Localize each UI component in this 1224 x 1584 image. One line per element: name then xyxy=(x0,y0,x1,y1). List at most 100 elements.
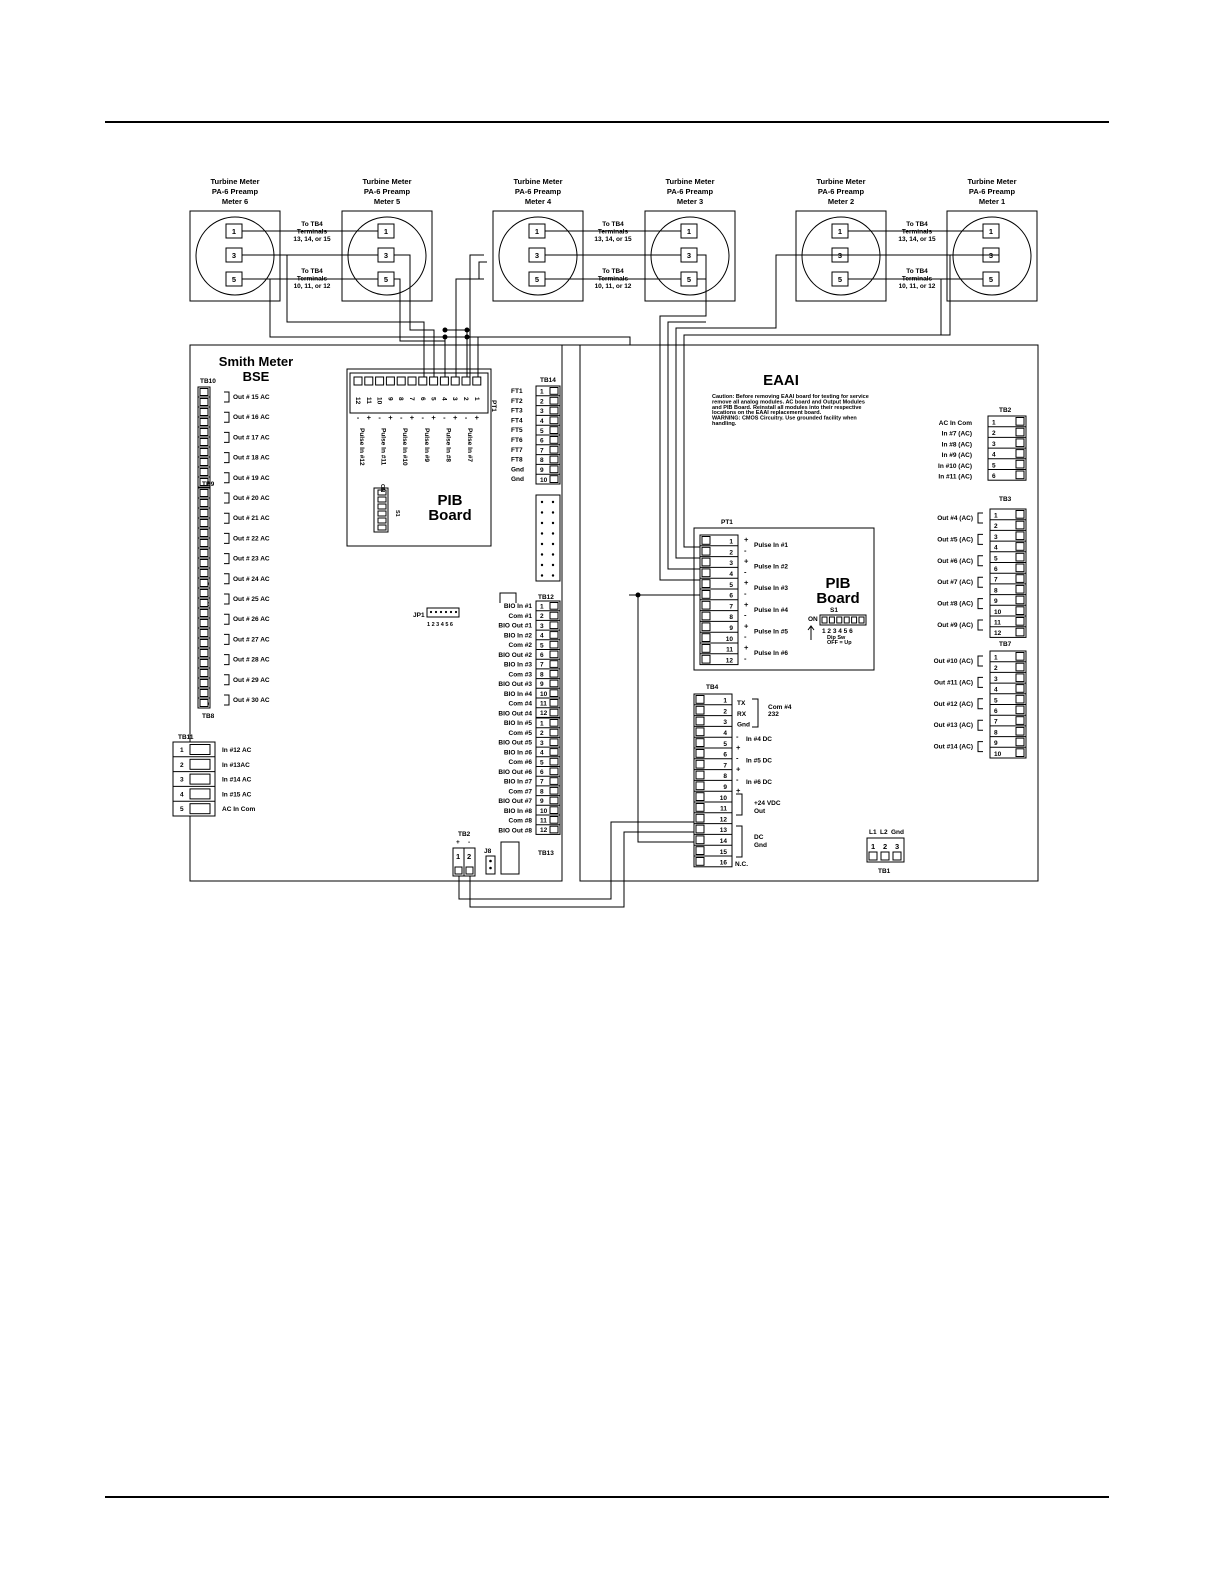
meter-title: Turbine Meter xyxy=(210,177,259,186)
tb1-terminal-number: 3 xyxy=(895,842,899,851)
tb12-screw xyxy=(549,640,559,649)
eaai-tb4-screw xyxy=(695,846,705,856)
bio-label: Com #1 xyxy=(509,613,533,620)
meter-circle xyxy=(952,216,1032,296)
wire-note-top: Terminals xyxy=(598,229,629,236)
dip-switch-toggle xyxy=(821,616,828,624)
header-pin xyxy=(551,511,555,514)
bio-label: Com #2 xyxy=(509,642,533,649)
meter-preamp: PA-6 Preamp xyxy=(515,187,562,196)
tb14-terminal-number: 8 xyxy=(540,457,544,464)
output-bracket xyxy=(977,598,983,610)
eaai-tb4-terminal-number: 12 xyxy=(720,816,728,823)
meter-circle xyxy=(801,216,881,296)
wire-junction xyxy=(442,334,448,340)
tb14-terminal-number: 7 xyxy=(540,447,544,454)
bse-output-label: Out # 29 AC xyxy=(233,677,270,684)
eaai-tb3-terminal-number: 11 xyxy=(994,620,1001,627)
tb13-terminal-number: 10 xyxy=(540,808,548,815)
eaai-tb4-screw xyxy=(695,770,705,780)
wire-note-top: Terminals xyxy=(297,229,328,236)
header-pin xyxy=(540,542,544,546)
tb1-terminal-number: 1 xyxy=(871,842,875,851)
eaai-caution-text: remove all analog modules. AC board and … xyxy=(712,399,865,405)
eaai-pt1-sign: + xyxy=(744,557,749,566)
eaai-tb4-nc-label: N.C. xyxy=(735,861,748,868)
bio-label: BIO Out #7 xyxy=(498,798,532,805)
output-bracket xyxy=(977,533,983,545)
header-rule xyxy=(105,121,1109,123)
tb13-terminal-number: 9 xyxy=(540,798,544,805)
meter-pin-number: 1 xyxy=(989,227,993,236)
eaai-tb3-screw xyxy=(1015,617,1025,626)
output-bracket xyxy=(977,698,983,710)
eaai-pt1-terminal-number: 12 xyxy=(726,657,734,664)
eaai-tb3-terminal-number: 4 xyxy=(994,545,998,552)
jp1-pin xyxy=(434,610,438,614)
bse-pt1-sign: - xyxy=(465,413,468,422)
bse-pt1-screw xyxy=(418,376,428,386)
wire xyxy=(940,278,945,335)
bse-pt1-number: 8 xyxy=(397,397,404,401)
tb13-terminal-number: 11 xyxy=(540,818,547,825)
bse-output-label: Out # 15 AC xyxy=(233,394,270,401)
bse-pt1-sign: + xyxy=(453,413,458,422)
tb12-screw xyxy=(549,631,559,639)
tb14-terminal-number: 4 xyxy=(540,418,544,425)
eaai-tb3-output-label: Out #6 (AC) xyxy=(937,558,973,565)
bio-label: BIO In #1 xyxy=(504,603,533,610)
bse-output-label: Out # 26 AC xyxy=(233,616,270,623)
eaai-tb4-dc-label: In #6 DC xyxy=(746,779,772,786)
bio-label: BIO Out #6 xyxy=(498,769,532,776)
wire xyxy=(445,329,468,377)
bse-pulse-label: Pulse In #11 xyxy=(380,428,387,466)
tb9-screw xyxy=(199,599,209,607)
eaai-tb3-terminal-number: 12 xyxy=(994,630,1002,637)
tb11-screw xyxy=(189,758,211,770)
bse-pt1-sign: + xyxy=(431,413,436,422)
tb14-screw xyxy=(549,406,559,415)
eaai-tb4-screw xyxy=(695,759,705,769)
tb9-screw xyxy=(199,539,209,547)
eaai-pt1-sign: + xyxy=(744,600,749,609)
output-bracket xyxy=(224,512,230,524)
eaai-tb3-terminal-number: 6 xyxy=(994,566,998,573)
j8-jumper xyxy=(485,855,496,875)
tb8-screw xyxy=(199,669,209,677)
eaai-pt1-screw xyxy=(701,600,711,610)
jp1-pin-numbers: 1 2 3 4 5 6 xyxy=(427,622,453,628)
eaai-pt1-terminal-number: 8 xyxy=(729,614,733,621)
eaai-tb4-terminal-number: 15 xyxy=(720,849,728,856)
tb14-terminal-number: 1 xyxy=(540,389,544,396)
eaai-tb3-screw xyxy=(1015,510,1025,519)
eaai-tb4-dc-sign: - xyxy=(736,754,739,763)
bse-pt1-number: 5 xyxy=(430,397,437,401)
eaai-tb2-input-label: AC In Com xyxy=(939,420,972,427)
eaai-tb4-com-label: Gnd xyxy=(737,722,750,729)
bse-pt1-number: 7 xyxy=(408,397,415,401)
bse-s1-label: S1 xyxy=(394,510,400,517)
tb12-screw xyxy=(549,602,559,610)
tb12-screw xyxy=(549,611,559,620)
meter-name: Meter 1 xyxy=(979,197,1005,206)
wire xyxy=(455,278,484,377)
meter-pin-number: 5 xyxy=(232,275,236,284)
header-pin xyxy=(551,553,555,556)
bse-output-label: Out # 27 AC xyxy=(233,636,270,643)
output-bracket xyxy=(977,555,983,567)
tb13-screw xyxy=(549,816,559,824)
tb12-screw xyxy=(549,689,559,697)
bse-pt1-number: 6 xyxy=(419,397,426,401)
tb13-screw xyxy=(549,796,559,805)
bse-subtitle: BSE xyxy=(243,369,270,384)
eaai-pt1-sign: - xyxy=(744,546,747,555)
wire xyxy=(667,321,706,570)
eaai-pt1-screw xyxy=(701,546,711,556)
output-bracket xyxy=(224,472,230,484)
eaai-tb7-terminal-number: 2 xyxy=(994,665,998,672)
tb12-terminal-number: 3 xyxy=(540,623,544,630)
bse-pib-title: PIB xyxy=(437,492,462,509)
wire-note-top: 13, 14, or 15 xyxy=(594,236,632,243)
output-bracket xyxy=(224,674,230,686)
bio-label: BIO In #4 xyxy=(504,691,533,698)
